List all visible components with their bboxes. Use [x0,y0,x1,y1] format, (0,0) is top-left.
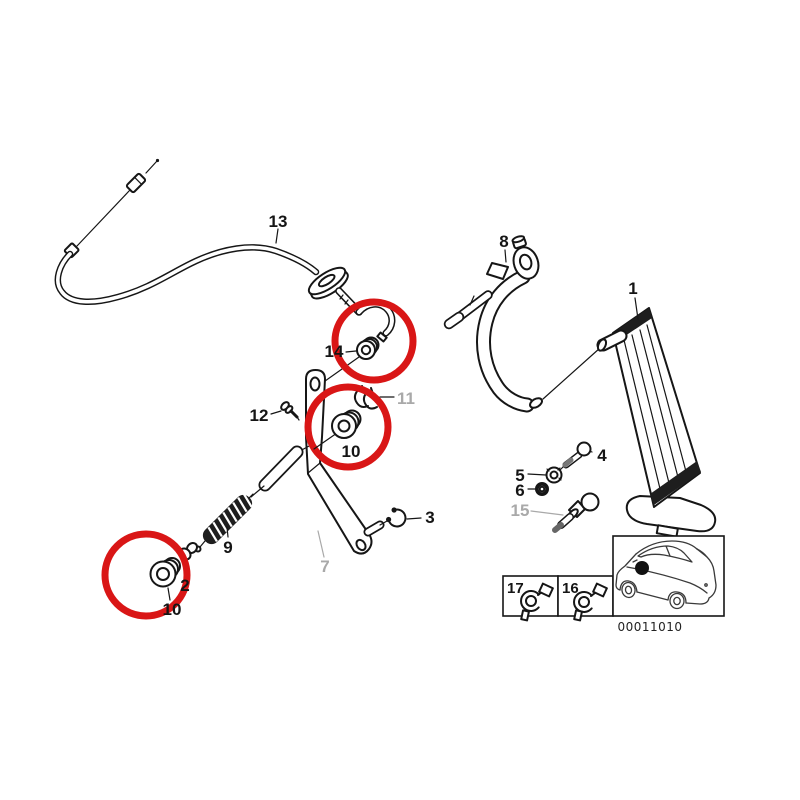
part-label-5: 5 [515,466,524,485]
inset-clip-17-drawing [520,582,554,622]
part-label-10-mid: 10 [342,442,361,461]
grommet-10-mid-drawing [313,409,362,450]
part-label-9: 9 [223,538,232,557]
spring-drawing [194,492,254,553]
part-label-14: 14 [325,342,344,361]
nut-6-drawing [527,482,549,496]
grommet-10-lower-drawing [149,557,181,601]
ball-pin-4-drawing [558,441,593,472]
part-label-1: 1 [628,279,637,298]
part-label-2: 2 [180,576,189,595]
part-label-6: 6 [515,481,524,500]
car-location-sketch [615,540,717,610]
part-label-10-lower: 10 [163,600,182,619]
inset-label-17: 17 [507,580,524,597]
inset-clip-16-drawing [573,582,608,622]
highlight-circle-grommet-14 [331,298,417,384]
part-label-13: 13 [269,212,288,231]
part-label-8: 8 [499,232,508,251]
inset-clips-and-car: 17 16 00011010 [502,535,725,634]
lever-arm-drawing [305,369,388,555]
washer-5-drawing [527,466,563,484]
cable-hook-end [355,300,396,343]
pushrod-drawing [250,444,312,498]
circlip-3-drawing [386,507,422,528]
pedal-lever-8-drawing [443,235,543,413]
highlight-circle-grommet-mid [304,383,392,471]
part-label-11: 11 [397,389,415,408]
screw-12-drawing [270,401,300,421]
inset-label-16: 16 [562,580,579,597]
pedal-1-drawing [542,307,717,538]
leader-lines [226,228,639,558]
ball-socket-15-drawing [530,492,600,533]
diagram-code: 00011010 [617,620,682,634]
part-label-15: 15 [511,501,530,520]
part-label-4: 4 [597,446,607,465]
part-label-12: 12 [250,406,269,425]
part-label-3: 3 [425,508,434,527]
location-dot [635,561,649,575]
part-label-7: 7 [320,557,329,576]
highlight-circle-grommet-lower [101,530,191,620]
